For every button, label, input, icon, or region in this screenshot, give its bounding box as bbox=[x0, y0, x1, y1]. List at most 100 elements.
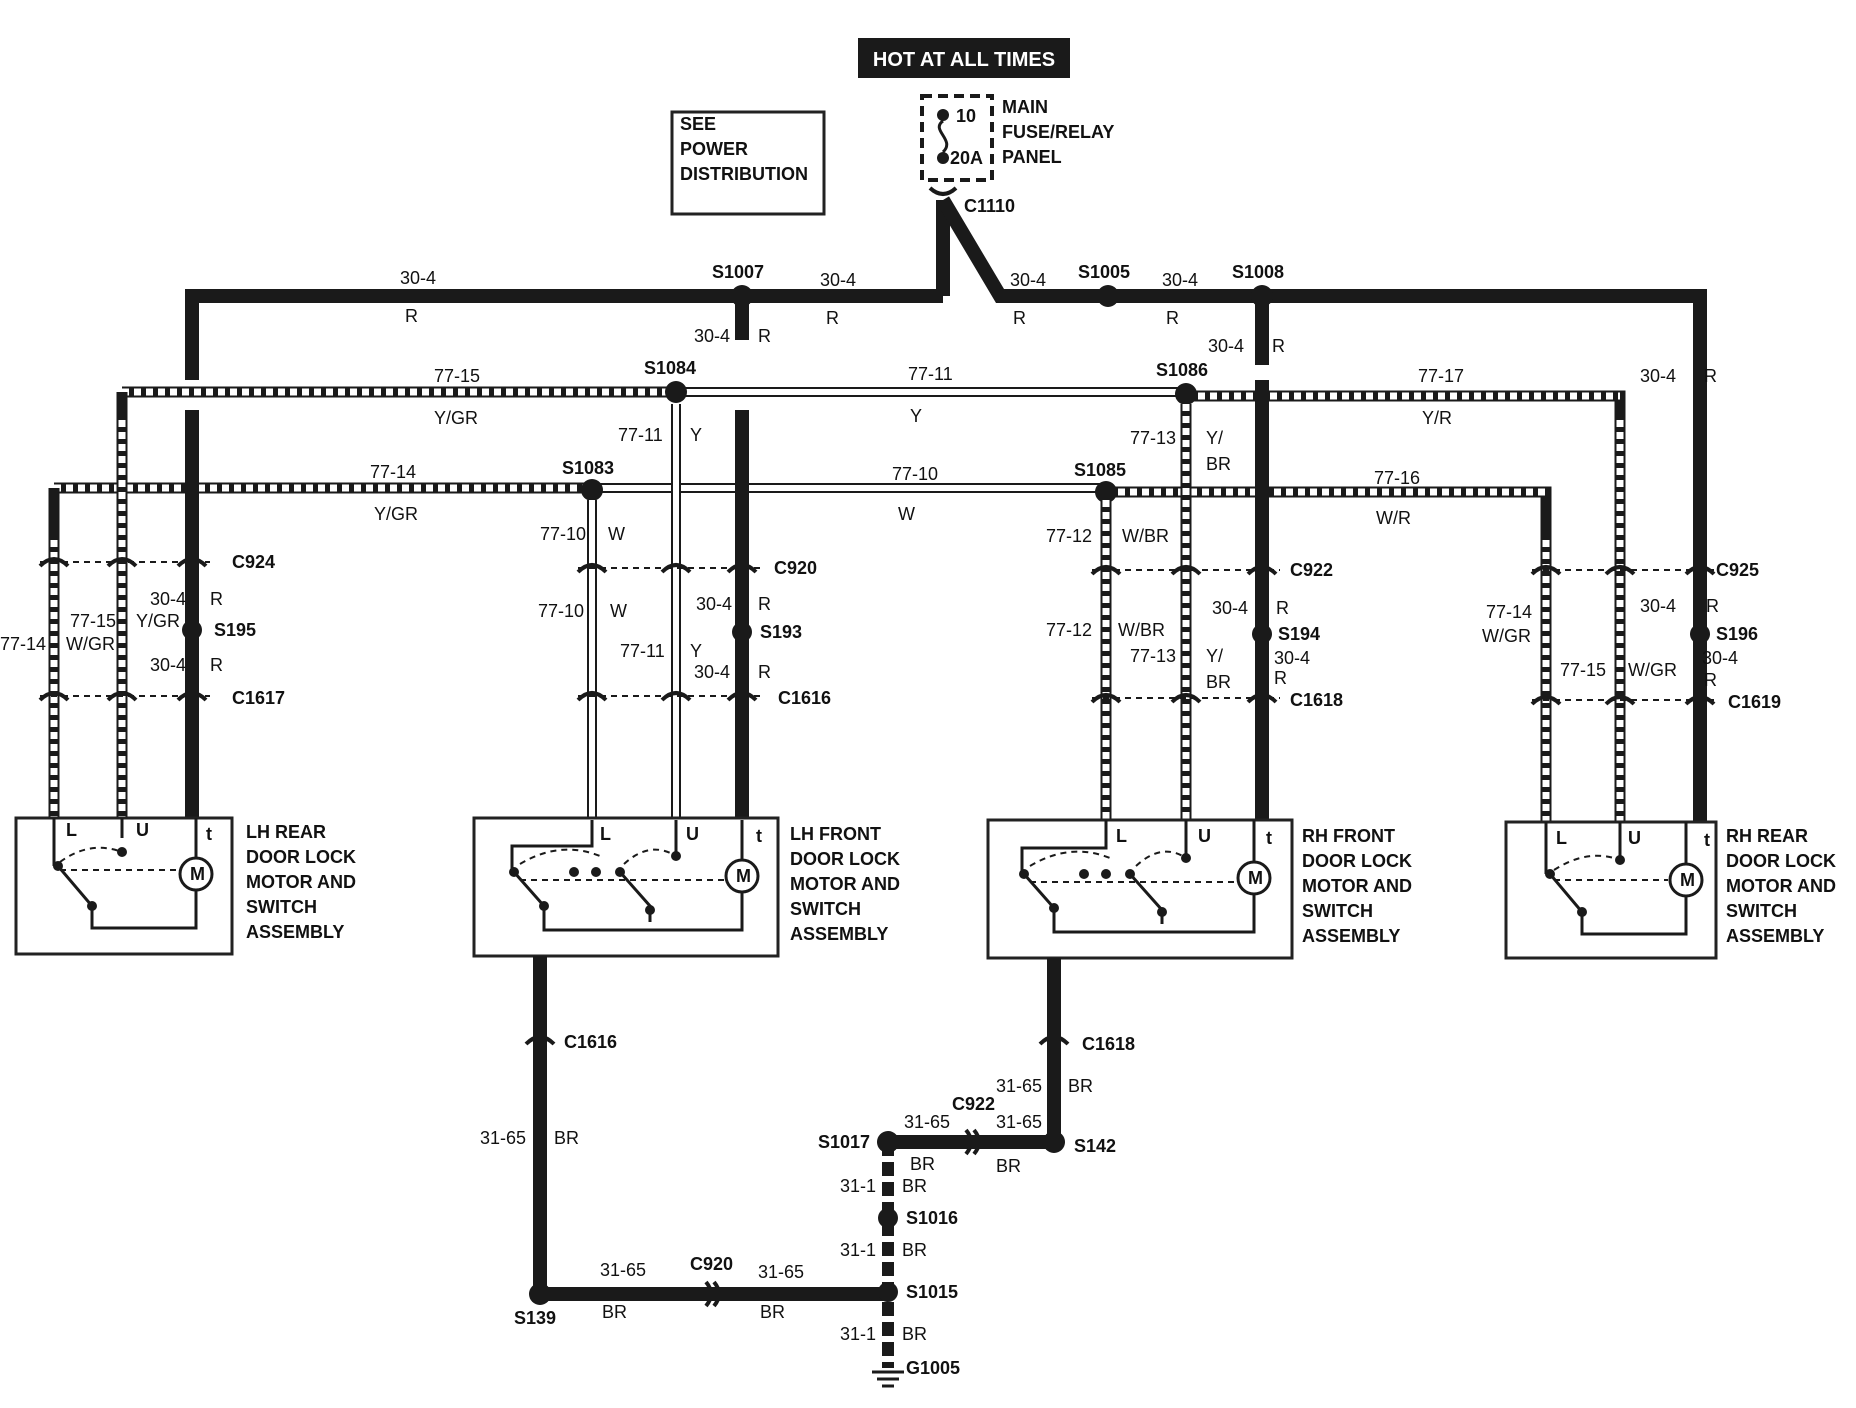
lhr-name-3: MOTOR AND bbox=[246, 872, 356, 892]
gnd-br-d: BR bbox=[996, 1156, 1021, 1176]
c1618-label-a: C1618 bbox=[1290, 690, 1343, 710]
s1008-label: S1008 bbox=[1232, 262, 1284, 282]
gnd-31-65-b: 31-65 bbox=[996, 1076, 1042, 1096]
lhr-name-5: ASSEMBLY bbox=[246, 922, 344, 942]
label-77-17: 77-17 bbox=[1418, 366, 1464, 386]
lhf-motor-m: M bbox=[736, 866, 751, 886]
lhr-name-2: DOOR LOCK bbox=[246, 847, 356, 867]
rhr-wgr-b: W/GR bbox=[1628, 660, 1677, 680]
fuse-panel-line-1: MAIN bbox=[1002, 97, 1048, 117]
lhf-name-3: MOTOR AND bbox=[790, 874, 900, 894]
lh-front-assembly-box bbox=[472, 816, 780, 958]
lhr-pin-l: L bbox=[66, 820, 77, 840]
label-30-4-c: 30-4 bbox=[1010, 270, 1046, 290]
rhf-30-4-a: 30-4 bbox=[1212, 598, 1248, 618]
gnd-br-a: BR bbox=[554, 1128, 579, 1148]
s1005-label: S1005 bbox=[1078, 262, 1130, 282]
lhr-motor-m: M bbox=[190, 864, 205, 884]
rhr-name-1: RH REAR bbox=[1726, 826, 1808, 846]
splice-s1085 bbox=[1095, 481, 1117, 503]
splice-s1007 bbox=[731, 285, 753, 307]
s195-label: S195 bbox=[214, 620, 256, 640]
label-yr: Y/R bbox=[1422, 408, 1452, 428]
ground-circuit bbox=[524, 956, 1070, 1388]
lh-rear-branch bbox=[38, 410, 210, 818]
rhf-ybr-b1: Y/ bbox=[1206, 646, 1223, 666]
c1616-label-a: C1616 bbox=[778, 688, 831, 708]
gnd-31-65-d: 31-65 bbox=[996, 1112, 1042, 1132]
rhr-name-5: ASSEMBLY bbox=[1726, 926, 1824, 946]
gnd-br-b: BR bbox=[1068, 1076, 1093, 1096]
lhr-ygr: Y/GR bbox=[136, 611, 180, 631]
s1007-label: S1007 bbox=[712, 262, 764, 282]
gnd-br-h: BR bbox=[602, 1302, 627, 1322]
s196-label: S196 bbox=[1716, 624, 1758, 644]
label-r-d: R bbox=[1166, 308, 1179, 328]
label-30-4-d: 30-4 bbox=[1162, 270, 1198, 290]
fuse-number: 10 bbox=[956, 106, 976, 126]
rhf-pin-l: L bbox=[1116, 826, 1127, 846]
rhf-30-4-b: 30-4 bbox=[1274, 648, 1310, 668]
rhf-77-13-b: 77-13 bbox=[1130, 646, 1176, 666]
s1086-label: S1086 bbox=[1156, 360, 1208, 380]
c922-label: C922 bbox=[1290, 560, 1333, 580]
label-30-4-g: 30-4 bbox=[1640, 366, 1676, 386]
label-y-a: Y bbox=[910, 406, 922, 426]
rhf-77-12-a: 77-12 bbox=[1046, 526, 1092, 546]
lhr-name-4: SWITCH bbox=[246, 897, 317, 917]
label-ygr-a: Y/GR bbox=[434, 408, 478, 428]
rhf-wbr-b: W/BR bbox=[1118, 620, 1165, 640]
rhf-r-b: R bbox=[1274, 668, 1287, 688]
c925-label: C925 bbox=[1716, 560, 1759, 580]
rhr-77-15: 77-15 bbox=[1560, 660, 1606, 680]
label-r-a: R bbox=[405, 306, 418, 326]
gnd-s1017-label: S1017 bbox=[818, 1132, 870, 1152]
c1617-label: C1617 bbox=[232, 688, 285, 708]
lhr-name-1: LH REAR bbox=[246, 822, 326, 842]
lhf-77-11-b: 77-11 bbox=[620, 641, 665, 661]
rhr-name-2: DOOR LOCK bbox=[1726, 851, 1836, 871]
rhf-name-3: MOTOR AND bbox=[1302, 876, 1412, 896]
rhr-30-4-b: 30-4 bbox=[1702, 648, 1738, 668]
hot-at-all-times-header: HOT AT ALL TIMES bbox=[858, 38, 1070, 78]
label-30-4-e: 30-4 bbox=[694, 326, 730, 346]
gnd-31-1-b: 31-1 bbox=[840, 1240, 876, 1260]
lhr-wgr: W/GR bbox=[66, 634, 115, 654]
lhf-30-4-b: 30-4 bbox=[694, 662, 730, 682]
lhr-30-4-a: 30-4 bbox=[150, 589, 186, 609]
see-line-2: POWER bbox=[680, 139, 748, 159]
lhf-pin-t: t bbox=[756, 826, 762, 846]
gnd-br-c: BR bbox=[910, 1154, 935, 1174]
rhr-r-b: R bbox=[1704, 670, 1717, 690]
label-r-g: R bbox=[1704, 366, 1717, 386]
splice-s1005 bbox=[1097, 285, 1119, 307]
rhf-77-13-a: 77-13 bbox=[1130, 428, 1176, 448]
main-fuse: 10 20A MAIN FUSE/RELAY PANEL C1110 bbox=[920, 94, 1114, 216]
splice-s1015 bbox=[878, 1282, 898, 1302]
gnd-s139-label: S139 bbox=[514, 1308, 556, 1328]
lhf-name-1: LH FRONT bbox=[790, 824, 881, 844]
rhf-pin-u: U bbox=[1198, 826, 1211, 846]
fuse-rating: 20A bbox=[950, 148, 983, 168]
lhf-name-4: SWITCH bbox=[790, 899, 861, 919]
lhf-y-a: Y bbox=[690, 425, 702, 445]
bus-row-1 bbox=[116, 386, 1626, 420]
rhf-motor-m: M bbox=[1248, 868, 1263, 888]
gnd-c1616-label: C1616 bbox=[564, 1032, 617, 1052]
header-label: HOT AT ALL TIMES bbox=[873, 49, 1055, 71]
gnd-br-e: BR bbox=[902, 1176, 927, 1196]
label-30-4-a: 30-4 bbox=[400, 268, 436, 288]
lhf-y-b: Y bbox=[690, 641, 702, 661]
lhf-r-b: R bbox=[758, 662, 771, 682]
rhr-77-14: 77-14 bbox=[1486, 602, 1532, 622]
gnd-br-f: BR bbox=[902, 1240, 927, 1260]
label-30-4-b: 30-4 bbox=[820, 270, 856, 290]
c1619-label: C1619 bbox=[1728, 692, 1781, 712]
rhf-ybr-b2: BR bbox=[1206, 672, 1231, 692]
splice-s142 bbox=[1043, 1131, 1065, 1153]
gnd-s142-label: S142 bbox=[1074, 1136, 1116, 1156]
lhr-pin-t: t bbox=[206, 824, 212, 844]
c924-label: C924 bbox=[232, 552, 275, 572]
lhf-77-11-a: 77-11 bbox=[618, 425, 663, 445]
label-r-f: R bbox=[1272, 336, 1285, 356]
